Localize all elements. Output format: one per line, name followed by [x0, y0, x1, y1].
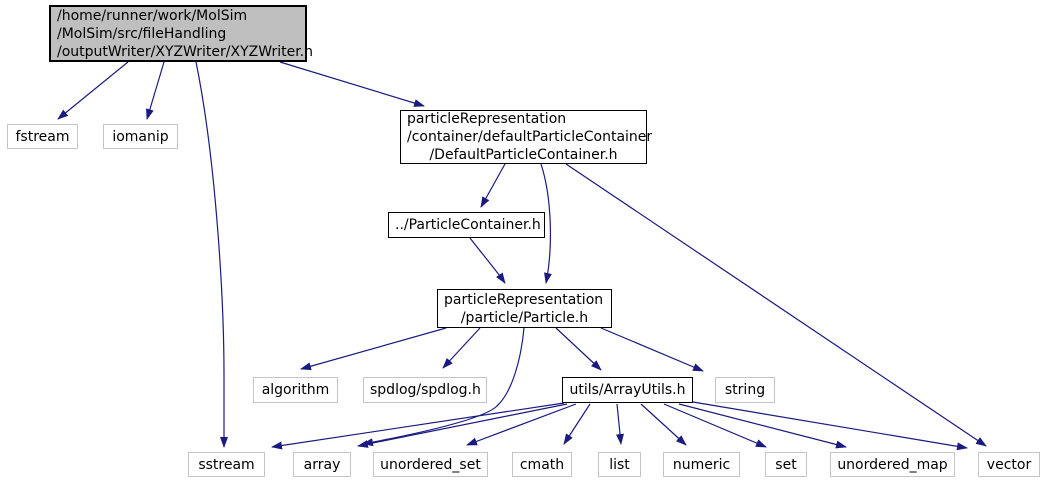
edge-xyzwriter-to-sstream	[195, 61, 228, 448]
edge-array-utils-to-array	[357, 403, 568, 448]
edge-particle-to-array	[362, 327, 525, 447]
node-particle-container[interactable]: ../ParticleContainer.h	[388, 212, 545, 238]
edge-xyzwriter-to-default-particle-container	[279, 61, 425, 107]
node-label-line: /container/defaultParticleContainer	[407, 129, 653, 145]
edge-array-utils-to-list	[616, 403, 624, 445]
node-label-line: string	[724, 382, 766, 398]
node-vector: vector	[978, 452, 1040, 477]
edge-xyzwriter-to-iomanip	[146, 61, 165, 120]
edge-array-utils-to-unordered-map	[678, 403, 847, 449]
node-label-line: /outputWriter/XYZWriter/XYZWriter.h	[57, 43, 313, 60]
edge-particle-to-spdlog	[442, 327, 481, 369]
edge-default-particle-container-to-vector	[565, 163, 987, 447]
node-default-particle-container[interactable]: particleRepresentation/container/default…	[400, 110, 653, 164]
edge-array-utils-to-vector	[692, 401, 968, 451]
node-label-line: utils/ArrayUtils.h	[569, 382, 686, 398]
node-label-line: /home/runner/work/MolSim	[57, 7, 248, 24]
edge-array-utils-to-sstream	[271, 402, 565, 450]
node-array-utils[interactable]: utils/ArrayUtils.h	[562, 377, 693, 403]
node-unordered-map: unordered_map	[830, 452, 955, 477]
node-list: list	[598, 452, 641, 477]
node-particle[interactable]: particleRepresentation/particle/Particle…	[437, 289, 612, 328]
node-label-line: /DefaultParticleContainer.h	[429, 147, 618, 163]
edge-array-utils-to-unordered-set	[466, 403, 577, 446]
node-algorithm: algorithm	[253, 377, 338, 403]
edge-default-particle-container-to-particle	[540, 163, 552, 284]
node-label-line: set	[775, 456, 797, 473]
node-cmath: cmath	[512, 452, 572, 477]
edge-array-utils-to-numeric	[640, 403, 687, 446]
node-unordered-set: unordered_set	[373, 452, 488, 477]
edge-particle-to-algorithm	[300, 327, 447, 371]
edge-array-utils-to-set	[663, 403, 767, 448]
node-string: string	[715, 377, 775, 403]
node-label-line: array	[303, 456, 341, 473]
node-label-line: vector	[986, 456, 1032, 473]
node-label-line: spdlog/spdlog.h	[370, 382, 481, 398]
node-spdlog: spdlog/spdlog.h	[363, 377, 487, 403]
edge-particle-to-string	[600, 327, 704, 372]
node-numeric: numeric	[663, 452, 740, 477]
node-label-line: ../ParticleContainer.h	[395, 217, 541, 233]
node-set: set	[765, 452, 807, 477]
node-label-line: fstream	[15, 128, 70, 145]
edge-particle-container-to-particle	[469, 237, 506, 284]
node-array: array	[293, 452, 351, 477]
node-label-line: /MolSim/src/fileHandling	[57, 25, 227, 42]
edge-xyzwriter-to-fstream	[57, 61, 129, 120]
node-fstream: fstream	[7, 124, 78, 149]
node-label-line: unordered_set	[380, 456, 481, 473]
node-label-line: /particle/Particle.h	[460, 309, 589, 326]
node-label-line: iomanip	[112, 128, 169, 145]
edge-default-particle-container-to-particle-container	[480, 163, 506, 208]
node-sstream: sstream	[188, 452, 265, 477]
node-xyzwriter: /home/runner/work/MolSim/MolSim/src/file…	[49, 5, 313, 62]
node-label-line: unordered_map	[837, 456, 948, 473]
edge-array-utils-to-cmath	[563, 403, 591, 445]
edge-particle-to-array-utils	[555, 327, 602, 371]
node-label-line: algorithm	[261, 382, 330, 398]
node-label-line: cmath	[519, 456, 565, 473]
node-label-line: particleRepresentation	[444, 291, 604, 308]
node-label-line: sstream	[198, 456, 255, 473]
node-iomanip: iomanip	[103, 124, 178, 149]
node-label-line: list	[609, 456, 630, 473]
node-label-line: particleRepresentation	[407, 111, 567, 127]
node-label-line: numeric	[672, 456, 731, 473]
